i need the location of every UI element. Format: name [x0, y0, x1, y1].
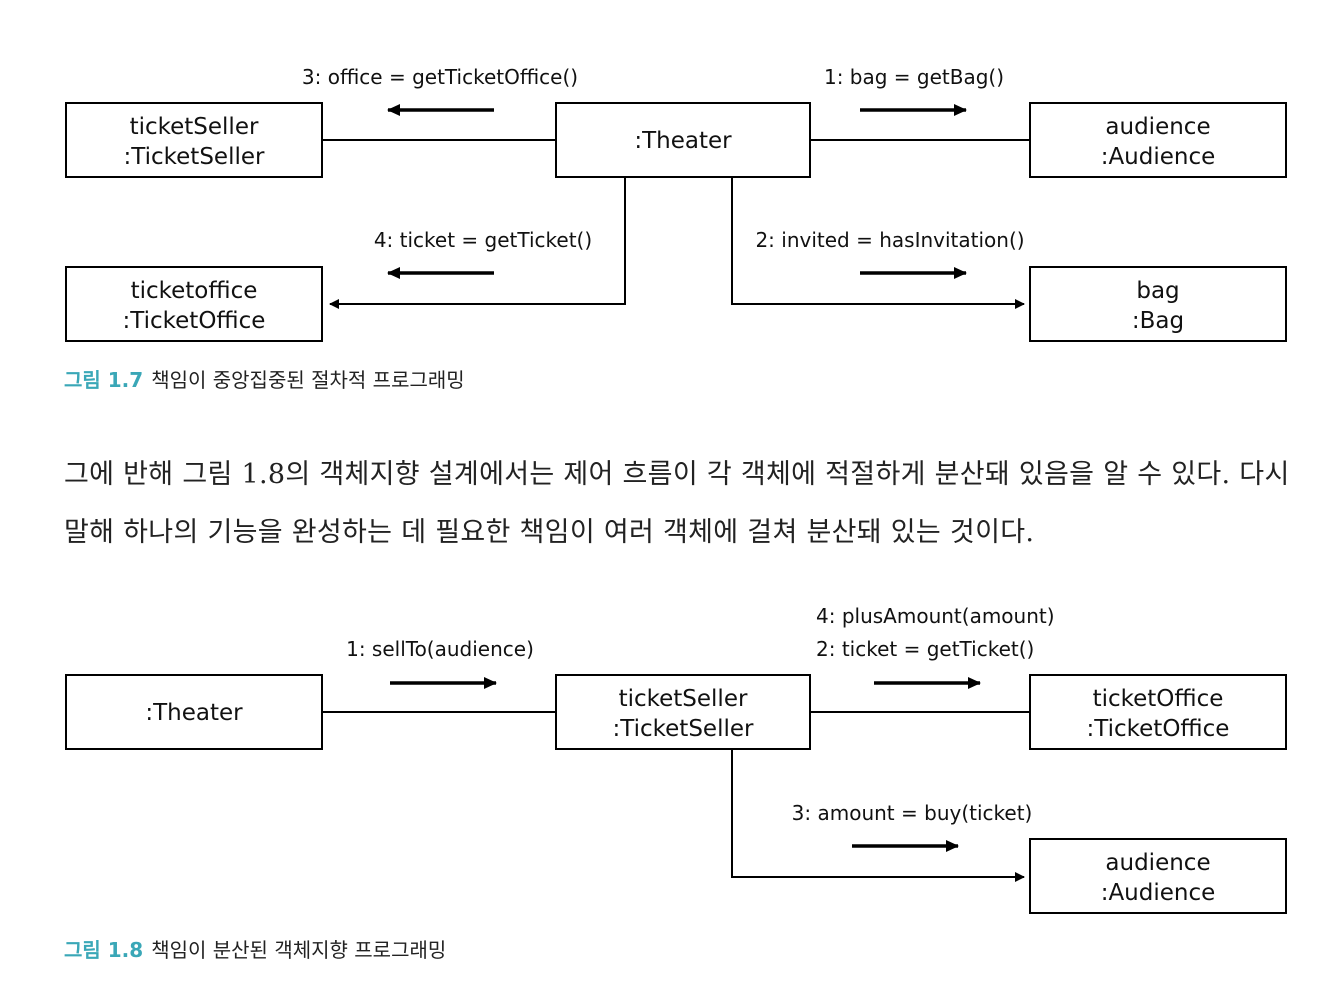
node-name: ticketoffice: [131, 278, 258, 304]
figure-1-8-caption: 그림 1.8 책임이 분산된 객체지향 프로그래밍: [64, 934, 446, 963]
node-type: :Theater: [634, 128, 732, 154]
message-4-label: 4: plusAmount(amount): [816, 604, 1055, 628]
node-audience: audience :Audience: [1029, 102, 1287, 178]
figure-1-8-diagram: :Theater ticketSeller :TicketSeller tick…: [65, 604, 1287, 914]
link-theater-ticketoffice: [329, 177, 626, 309]
link-theater-bag: [731, 177, 1025, 309]
node-type: :Bag: [1132, 308, 1184, 334]
caption-text: 책임이 중앙집중된 절차적 프로그래밍: [151, 368, 465, 392]
node-name: ticketSeller: [619, 686, 748, 712]
node-theater: :Theater: [65, 674, 323, 750]
message-1-label: 1: bag = getBag(): [824, 65, 1004, 89]
node-type: :TicketOffice: [123, 308, 266, 334]
node-name: audience: [1105, 850, 1210, 876]
node-name: ticketSeller: [130, 114, 259, 140]
node-bag: bag :Bag: [1029, 266, 1287, 342]
node-type: :TicketSeller: [124, 144, 265, 170]
message-1-label: 1: sellTo(audience): [346, 637, 534, 661]
node-audience: audience :Audience: [1029, 838, 1287, 914]
figure-1-7-caption: 그림 1.7 책임이 중앙집중된 절차적 프로그래밍: [64, 364, 465, 393]
node-name: bag: [1136, 278, 1179, 304]
node-ticketseller: ticketSeller :TicketSeller: [65, 102, 323, 178]
body-paragraph: 그에 반해 그림 1.8의 객체지향 설계에서는 제어 흐름이 각 객체에 적절…: [64, 459, 1290, 548]
figure-label: 그림 1.8: [64, 938, 144, 962]
node-type: :Audience: [1101, 880, 1216, 906]
node-type: :Audience: [1101, 144, 1216, 170]
node-name: ticketOffice: [1093, 686, 1224, 712]
node-type: :TicketSeller: [613, 716, 754, 742]
message-3-label: 3: amount = buy(ticket): [792, 801, 1033, 825]
node-type: :TicketOffice: [1087, 716, 1230, 742]
node-name: audience: [1105, 114, 1210, 140]
caption-text: 책임이 분산된 객체지향 프로그래밍: [151, 938, 447, 962]
node-theater: :Theater: [555, 102, 811, 178]
link-ticketseller-audience: [731, 749, 1025, 882]
node-ticketseller: ticketSeller :TicketSeller: [555, 674, 811, 750]
figure-1-7-diagram: ticketSeller :TicketSeller :Theater audi…: [65, 65, 1287, 342]
node-ticketoffice: ticketoffice :TicketOffice: [65, 266, 323, 342]
message-3-label: 3: office = getTicketOffice(): [302, 65, 578, 89]
node-ticketoffice: ticketOffice :TicketOffice: [1029, 674, 1287, 750]
figure-label: 그림 1.7: [64, 368, 144, 392]
message-2-label: 2: ticket = getTicket(): [816, 637, 1034, 661]
message-2-label: 2: invited = hasInvitation(): [755, 228, 1024, 252]
node-type: :Theater: [145, 700, 243, 726]
message-4-label: 4: ticket = getTicket(): [374, 228, 592, 252]
